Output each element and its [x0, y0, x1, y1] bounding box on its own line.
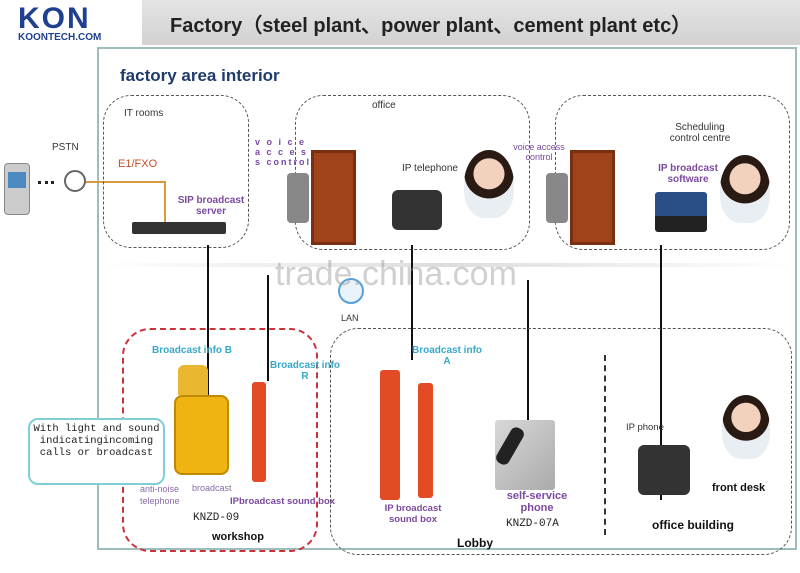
- lan-link: [207, 245, 209, 400]
- ip-phone-label: IP phone: [626, 422, 664, 433]
- self-service-phone-icon: [493, 420, 555, 490]
- broadcast-info-b: Broadcast info B: [152, 345, 233, 356]
- lan-backbone: [100, 263, 795, 267]
- ip-telephone-icon: [392, 190, 442, 230]
- operator-avatar: [464, 150, 514, 218]
- voice-access-label-2: voice access control: [513, 142, 565, 162]
- access-control-icon-2: [546, 173, 568, 223]
- server-label: SIP broadcast server: [177, 195, 245, 217]
- workshop-label: workshop: [212, 531, 264, 543]
- factory-frame: [97, 47, 797, 550]
- it-rooms-zone: [103, 95, 249, 248]
- area-title: factory area interior: [120, 66, 280, 85]
- lan-link: [660, 245, 662, 500]
- it-rooms-label: IT rooms: [124, 108, 164, 119]
- anti-noise-label: anti-noise telephone: [140, 484, 180, 506]
- dotted-link: [38, 181, 54, 184]
- sip-server-icon: [132, 222, 226, 234]
- broadcast-software-label: IP broadcast software: [658, 163, 718, 185]
- lan-link: [527, 280, 529, 426]
- knzd-07a-label: KNZD-07A: [506, 518, 559, 530]
- lobby-label: Lobby: [457, 536, 493, 550]
- lan-label: LAN: [341, 313, 359, 323]
- warning-light-icon: [178, 365, 208, 395]
- door-icon-2: [570, 150, 615, 245]
- broadcast-label: broadcast: [192, 483, 232, 493]
- e1-label: E1/FXO: [118, 158, 158, 170]
- voice-access-label: v o i c e a c c e s s control: [255, 137, 312, 167]
- sound-box-small-icon: [418, 383, 433, 498]
- front-desk-label: front desk: [712, 482, 766, 494]
- knzd-09-label: KNZD-09: [193, 512, 240, 524]
- office-label: office: [372, 100, 396, 111]
- logo-text: KOONTECH.COM: [18, 32, 102, 43]
- access-control-icon: [287, 173, 309, 223]
- mobile-phone-icon: [4, 163, 30, 215]
- ip-telephone-label: IP telephone: [402, 163, 458, 174]
- office-building-label: office building: [652, 518, 734, 532]
- sound-box-large-icon: [380, 370, 400, 500]
- e1-line-down: [164, 181, 166, 227]
- scheduling-label: Scheduling control centre: [669, 122, 731, 144]
- lan-link: [411, 245, 413, 360]
- front-desk-avatar: [722, 395, 770, 459]
- lobby-zone: [330, 328, 792, 555]
- pstn-network-icon: [64, 170, 86, 192]
- e1-line: [86, 181, 165, 183]
- self-service-label: self-service phone: [506, 490, 568, 514]
- logo: KON KOONTECH.COM: [0, 0, 142, 45]
- sound-box-icon: [252, 382, 266, 482]
- laptop-icon: [655, 192, 707, 232]
- page-title: Factory（steel plant、power plant、cement p…: [170, 15, 692, 37]
- operator-avatar-2: [720, 155, 770, 223]
- scheduling-zone: [555, 95, 790, 250]
- lan-icon: [338, 278, 364, 304]
- door-icon: [311, 150, 356, 245]
- callout-note: With light and sound indicatingincoming …: [28, 418, 165, 485]
- sound-box-label: IPbroadcast sound box: [230, 496, 336, 507]
- broadcast-info-a: Broadcast info A: [412, 345, 483, 367]
- watermark: trade.china.com: [275, 255, 517, 293]
- lobby-sound-box-label: IP broadcast sound box: [384, 503, 442, 525]
- ip-phone-icon: [638, 445, 690, 495]
- anti-noise-telephone-icon: [174, 395, 229, 475]
- broadcast-info-r: Broadcast info R: [270, 360, 341, 382]
- zone-separator: [604, 355, 606, 535]
- logo-mark: KON: [18, 2, 91, 35]
- pstn-label: PSTN: [52, 142, 79, 153]
